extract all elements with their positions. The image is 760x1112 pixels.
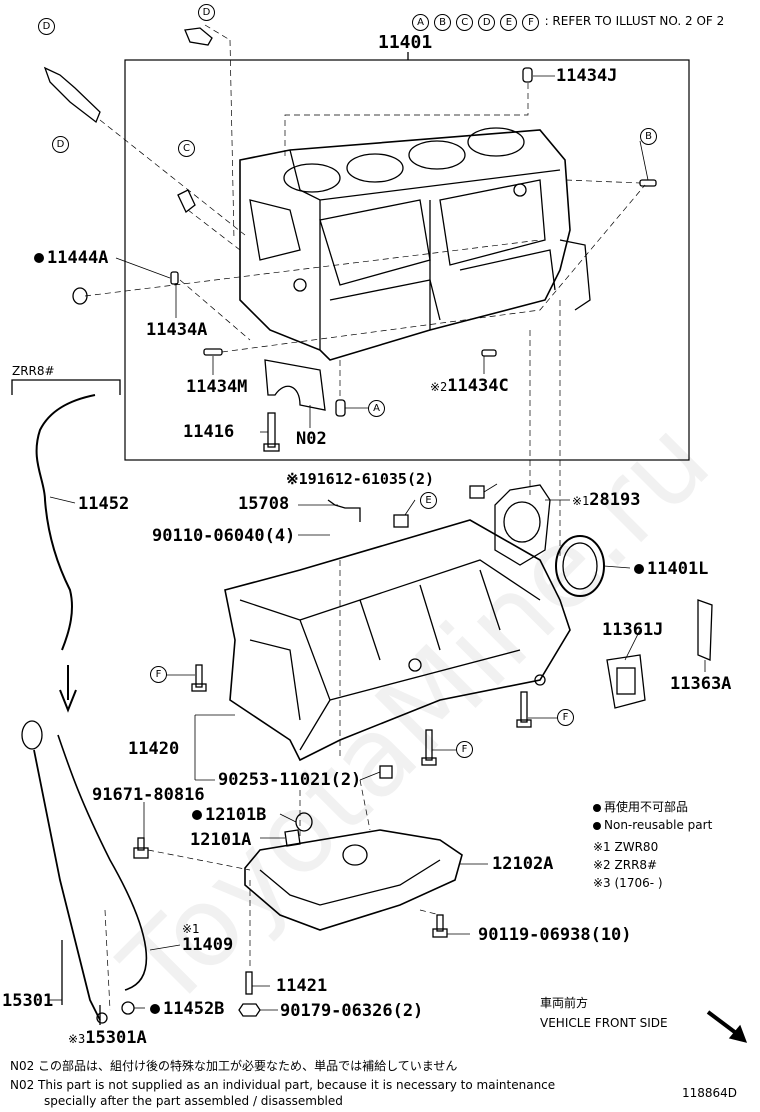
mark-1: ※1 [572, 494, 590, 508]
mark-3: ※3 [68, 1032, 86, 1046]
label-11452: 11452 [78, 494, 130, 514]
label-12101b-text: 12101B [205, 805, 267, 825]
callout-d-top: D [198, 4, 215, 21]
mark-1-11409: ※1 [182, 922, 200, 936]
label-12102a: 12102A [492, 854, 554, 874]
legend-m2: ※2 ZRR8# [593, 858, 658, 872]
label-11401l-text: 11401L [647, 559, 709, 579]
ref-circle-f: F [522, 14, 540, 31]
label-11420: 11420 [128, 739, 180, 759]
label-11452b-text: 11452B [163, 999, 225, 1019]
cylinder-block-group-box [124, 59, 690, 461]
label-15301a-text: 15301A [85, 1028, 147, 1048]
label-zrr8: ZRR8# [12, 364, 55, 378]
label-28193: ※128193 [572, 491, 640, 510]
callout-f-mid: F [456, 741, 473, 758]
label-n02: N02 [296, 429, 327, 449]
label-11416: 11416 [183, 422, 235, 442]
label-11452b: 11452B [150, 1000, 224, 1018]
non-reusable-dot-icon [192, 810, 202, 820]
label-11434j: 11434J [556, 66, 618, 86]
callout-f-left: F [150, 666, 167, 683]
callout-e: E [420, 492, 437, 509]
legend-jp-text: 再使用不可部品 [604, 800, 689, 814]
refer-text: : REFER TO ILLUST NO. 2 OF 2 [544, 14, 725, 28]
legend-m3: ※3 (1706- ) [593, 876, 663, 890]
label-11363a: 11363A [670, 674, 732, 694]
label-11401l: 11401L [634, 560, 708, 578]
ref-circle-d: D [478, 14, 496, 31]
label-11434c: ※211434C [430, 377, 509, 396]
label-11361j: 11361J [602, 620, 664, 640]
label-91671: 91671-80816 [92, 785, 205, 805]
label-15708: 15708 [238, 494, 290, 514]
ref-circle-b: B [434, 14, 452, 31]
non-reusable-dot-icon [150, 1004, 160, 1014]
label-11421: 11421 [276, 976, 328, 996]
label-11434c-text: 11434C [447, 376, 509, 396]
label-28193-text: 28193 [589, 490, 641, 510]
legend-dot-icon [593, 821, 601, 830]
label-11434a: 11434A [146, 320, 208, 340]
front-en: VEHICLE FRONT SIDE [540, 1016, 668, 1030]
callout-a: A [368, 400, 385, 417]
label-90253: 90253-11021(2) [218, 770, 362, 790]
callout-f-right: F [557, 709, 574, 726]
legend-jp: 再使用不可部品 [593, 800, 688, 814]
note-jp: N02 この部品は、組付け後の特殊な加工が必要なため、単品では補給していません [10, 1059, 458, 1073]
refer-header: A B C D E F : REFER TO ILLUST NO. 2 OF 2 [412, 10, 724, 31]
callout-d-lower: D [52, 136, 69, 153]
label-11401: 11401 [378, 32, 433, 53]
note-en-1: N02 This part is not supplied as an indi… [10, 1078, 556, 1092]
label-12101b: 12101B [192, 806, 266, 824]
non-reusable-dot-icon [34, 253, 44, 263]
legend-m1: ※1 ZWR80 [593, 840, 659, 854]
non-reusable-dot-icon [634, 564, 644, 574]
label-12101a: 12101A [190, 830, 252, 850]
callout-c: C [178, 140, 195, 157]
ref-circle-a: A [412, 14, 429, 31]
legend-en-text: Non-reusable part [604, 818, 713, 832]
label-90110: 90110-06040(4) [152, 526, 296, 546]
label-11444a: 11444A [34, 249, 108, 267]
label-11409: 11409 [182, 935, 234, 955]
label-11434m: 11434M [186, 377, 248, 397]
callout-b: B [640, 128, 657, 145]
ref-circle-e: E [500, 14, 518, 31]
mark-2: ※2 [430, 380, 448, 394]
label-11444a-text: 11444A [47, 248, 109, 268]
legend-dot-icon [593, 803, 601, 812]
crankcase-drawing [224, 519, 571, 762]
dipstick-guide-drawing [35, 394, 96, 651]
front-jp: 車両前方 [540, 996, 589, 1010]
label-90119: 90119-06938(10) [478, 925, 632, 945]
oil-pan-drawing [244, 829, 463, 931]
cylinder-block-drawing [239, 127, 591, 361]
label-15301: 15301 [2, 991, 54, 1011]
illustration-code: 118864D [682, 1086, 738, 1100]
ref-circle-c: C [456, 14, 474, 31]
label-90179: 90179-06326(2) [280, 1001, 424, 1021]
label-15301a: ※315301A [68, 1029, 147, 1048]
callout-d-left: D [38, 18, 55, 35]
legend-en: Non-reusable part [593, 818, 712, 832]
label-91612: ※191612-61035(2) [286, 470, 435, 488]
note-en-2: specially after the part assembled / dis… [44, 1094, 343, 1108]
